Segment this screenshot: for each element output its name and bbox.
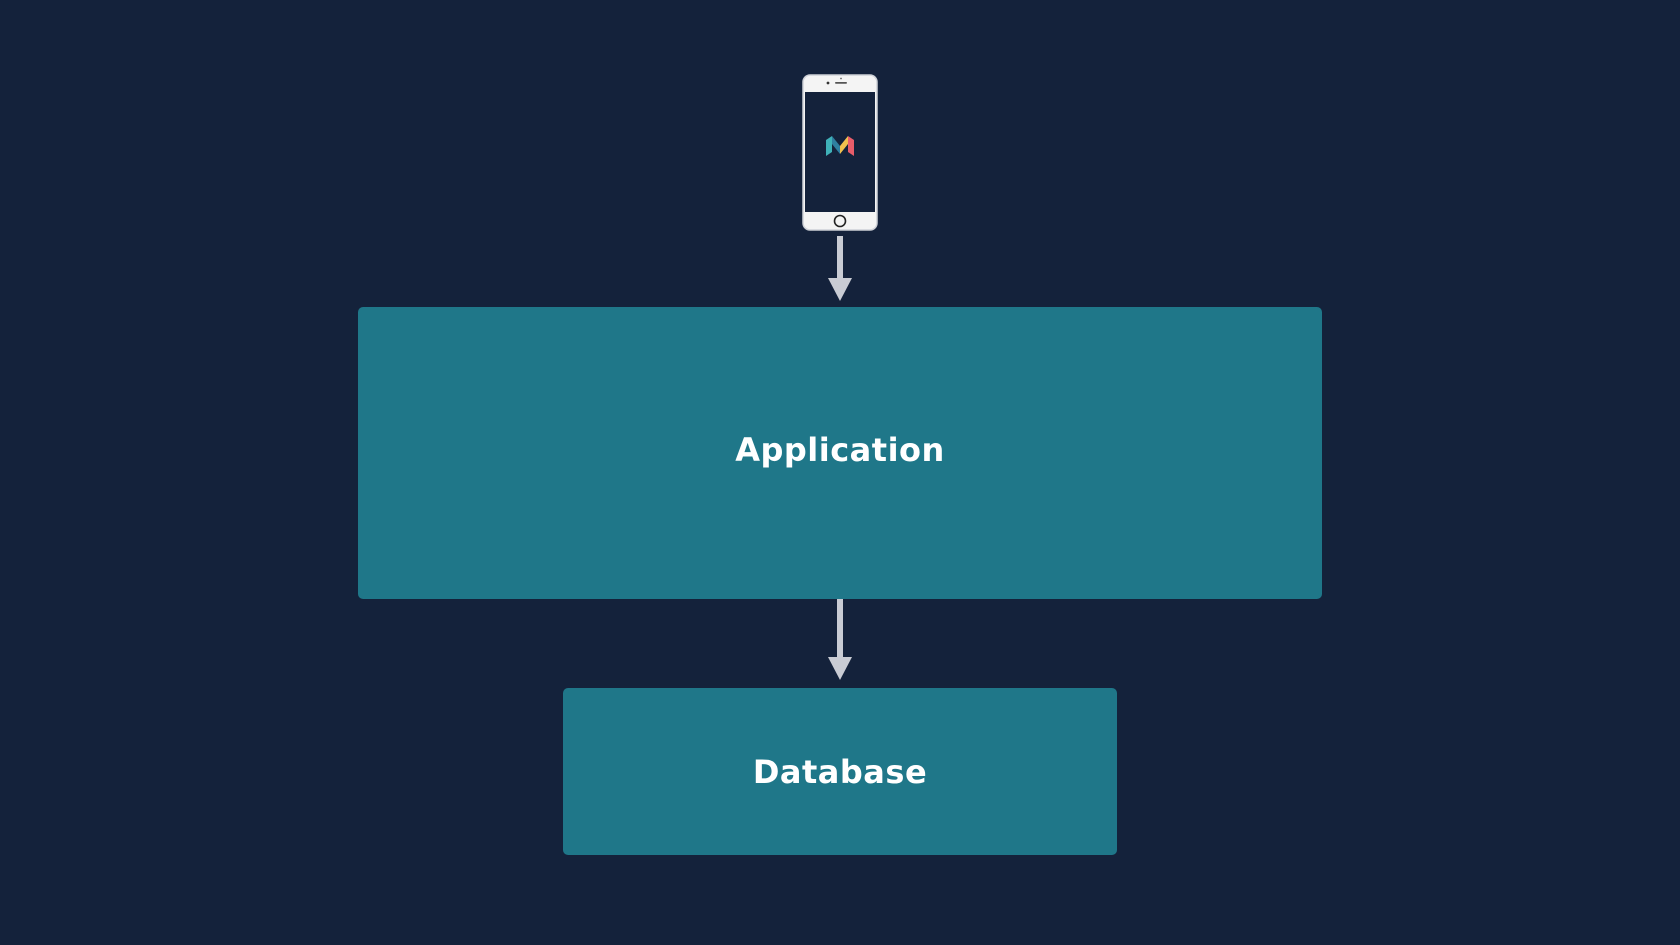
mobile-phone-icon: [802, 74, 878, 231]
arrow-application-to-database: [828, 599, 852, 680]
arrow-client-to-application: [828, 236, 852, 301]
application-box: Application: [358, 307, 1322, 599]
application-label: Application: [735, 431, 945, 469]
database-label: Database: [752, 752, 928, 791]
m-logo-icon: [826, 136, 854, 156]
database-box: Database: [563, 688, 1117, 855]
